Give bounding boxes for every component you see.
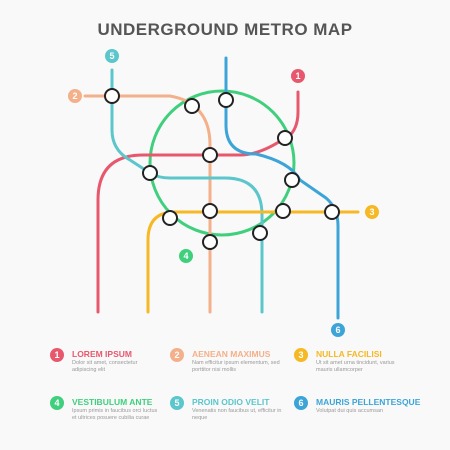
line-2-orange [83, 94, 212, 314]
badge-line-6 [331, 323, 345, 337]
station[interactable] [202, 203, 218, 219]
badge-line-3-label: 3 [369, 207, 374, 217]
station[interactable] [202, 234, 218, 250]
legend-badge-4: 4 [50, 396, 64, 410]
badge-line-6-label: 6 [335, 325, 340, 335]
legend-desc-3: Ut sit amet urna tincidunt, varius mauri… [316, 360, 395, 373]
badge-line-1 [291, 69, 305, 83]
badge-line-5-label: 5 [109, 51, 114, 61]
station[interactable] [162, 210, 178, 226]
legend-name-3: NULLA FACILISI [316, 349, 382, 359]
station[interactable] [324, 204, 340, 220]
legend-desc-2: Nam efficitur ipsum elementum, sed portt… [192, 360, 280, 373]
station[interactable] [104, 88, 120, 104]
legend-desc-6: Volutpat dui quis accumsan [316, 408, 383, 414]
legend-name-6: MAURIS PELLENTESQUE [316, 397, 421, 407]
line-5-teal [110, 68, 264, 314]
station[interactable] [284, 172, 300, 188]
badge-line-2-label: 2 [72, 91, 77, 101]
badge-line-4 [179, 249, 193, 263]
legend-desc-1: Dolor sit amet, consectetur adipiscing e… [72, 360, 138, 373]
legend-name-1: LOREM IPSUM [72, 349, 132, 359]
legend-badge-3: 3 [294, 348, 308, 362]
legend-badge-2: 2 [170, 348, 184, 362]
station[interactable] [275, 203, 291, 219]
badge-line-5 [105, 49, 119, 63]
map-title: UNDERGROUND METRO MAP [97, 20, 353, 39]
legend-badge-1: 1 [50, 348, 64, 362]
legend-desc-4: Ipsum primis in faucibus orci luctus et … [72, 408, 158, 421]
station[interactable] [184, 98, 200, 114]
station[interactable] [202, 147, 218, 163]
legend-name-5: PROIN ODIO VELIT [192, 397, 270, 407]
station[interactable] [218, 92, 234, 108]
legend-badge-5: 5 [170, 396, 184, 410]
line-6-blue [224, 56, 340, 320]
line-4-green [148, 89, 296, 237]
legend-name-2: AENEAN MAXIMUS [192, 349, 271, 359]
legend-desc-5: Venenatis non faucibus ut, efficitur in … [192, 408, 282, 421]
station[interactable] [252, 225, 268, 241]
legend-name-4: VESTIBULUM ANTE [72, 397, 153, 407]
badge-line-3 [365, 205, 379, 219]
badge-line-1-label: 1 [295, 71, 300, 81]
station[interactable] [277, 130, 293, 146]
line-1-red [96, 90, 300, 314]
badge-line-2 [68, 89, 82, 103]
station[interactable] [142, 165, 158, 181]
legend-badge-6: 6 [294, 396, 308, 410]
badge-line-4-label: 4 [183, 251, 188, 261]
